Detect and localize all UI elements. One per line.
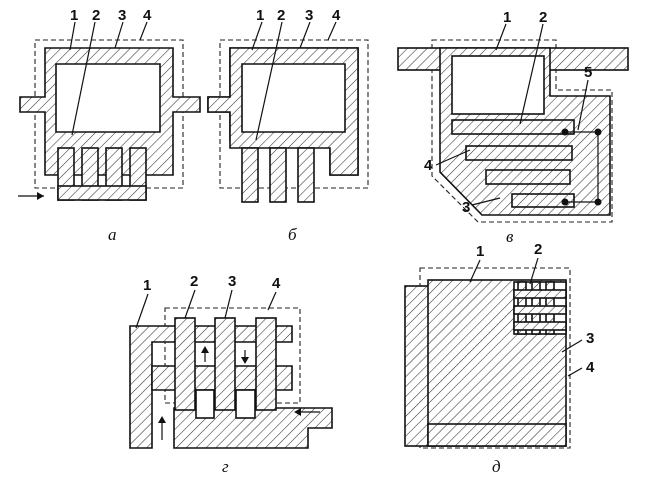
caption-a: а <box>108 225 117 244</box>
leader-2 <box>529 257 539 285</box>
label-2: 2 <box>539 9 547 26</box>
outline-4 <box>219 39 369 189</box>
label-5: 5 <box>584 64 592 81</box>
label-1: 1 <box>503 9 511 26</box>
label-2: 2 <box>277 7 285 24</box>
label-1: 1 <box>476 243 484 260</box>
caption-b: б <box>288 225 297 244</box>
label-3: 3 <box>586 330 594 347</box>
leader-2 <box>255 21 283 141</box>
fins-2 <box>241 147 315 203</box>
fins-2 <box>451 119 575 208</box>
label-4: 4 <box>272 275 281 292</box>
panel-b: 1 2 3 4 б <box>207 7 369 244</box>
label-2: 2 <box>534 241 542 258</box>
leader-1 <box>251 21 263 51</box>
caption-d: д <box>492 457 501 476</box>
leader-1 <box>69 21 76 51</box>
label-4: 4 <box>143 7 152 24</box>
cavity <box>55 63 161 133</box>
leader-3 <box>561 339 583 353</box>
leader-3 <box>114 21 124 49</box>
leader-1 <box>495 23 507 51</box>
leader-3 <box>299 21 311 49</box>
arrow-head-up <box>201 346 209 353</box>
caption-v: в <box>506 227 514 246</box>
arrow-head-up-2 <box>158 416 166 423</box>
label-4: 4 <box>332 7 341 24</box>
label-3: 3 <box>305 7 313 24</box>
label-1: 1 <box>256 7 264 24</box>
leader-2 <box>519 23 544 125</box>
leader-5 <box>577 79 589 131</box>
label-4: 4 <box>424 157 433 174</box>
arrow-head-left <box>294 408 301 416</box>
fins-2 <box>57 147 147 201</box>
leader-4 <box>139 21 148 41</box>
caption-g: г <box>222 457 229 476</box>
panel-d: 1 2 3 4 д <box>404 241 595 476</box>
leader-4 <box>267 291 277 311</box>
panel-a: 1 2 3 4 а <box>18 7 201 244</box>
panel-g: 1 2 3 4 г <box>129 273 333 476</box>
cavity <box>241 63 346 133</box>
leader-3 <box>224 289 233 319</box>
label-4: 4 <box>586 359 595 376</box>
label-1: 1 <box>70 7 78 24</box>
label-2: 2 <box>190 273 198 290</box>
fins-2 <box>174 317 277 419</box>
leader-4 <box>327 21 337 41</box>
label-3: 3 <box>462 199 470 216</box>
panel-v: 1 2 5 4 3 в <box>397 9 629 246</box>
heat-pipe-5 <box>561 128 602 206</box>
cavity <box>451 55 545 115</box>
leader-1 <box>469 259 481 283</box>
arrow-head-down <box>241 357 249 364</box>
leader-4 <box>435 149 471 166</box>
label-2: 2 <box>92 7 100 24</box>
leader-4 <box>567 367 583 377</box>
leader-2 <box>184 289 196 319</box>
leader-3 <box>471 197 501 206</box>
leader-1 <box>135 293 149 329</box>
base-strip <box>427 423 567 447</box>
label-3: 3 <box>228 273 236 290</box>
leader-2 <box>71 21 96 136</box>
arrow-head <box>37 192 44 200</box>
label-3: 3 <box>118 7 126 24</box>
label-1: 1 <box>143 277 151 294</box>
fin-grid-2 <box>513 281 567 335</box>
